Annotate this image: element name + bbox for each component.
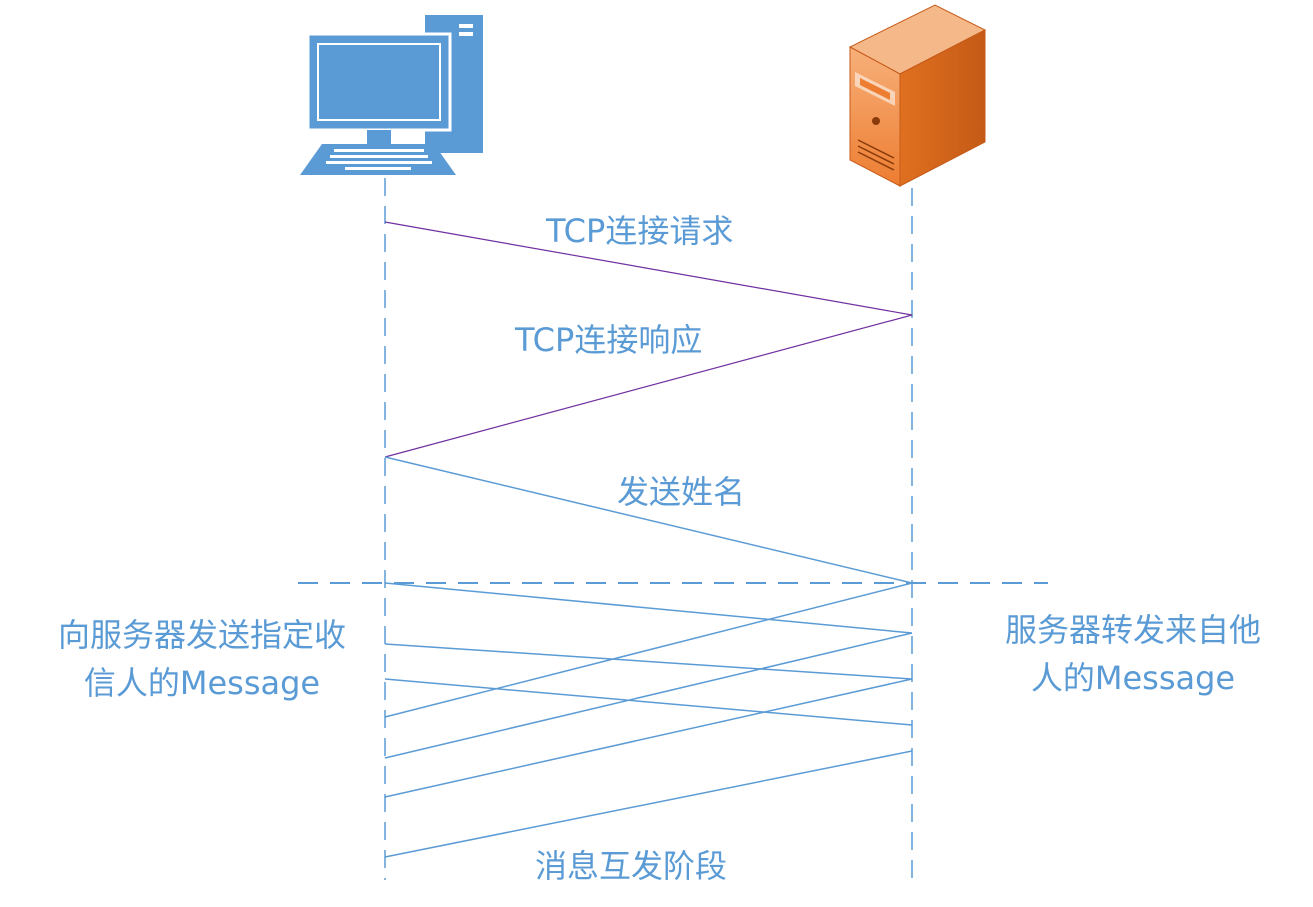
tcp-request-line bbox=[384, 221, 913, 316]
tcp-response-line bbox=[384, 314, 913, 458]
client-to-server-line bbox=[384, 678, 913, 726]
desktop-computer-icon bbox=[300, 15, 483, 175]
send-name-line bbox=[384, 456, 913, 584]
client-to-server-line bbox=[384, 582, 913, 634]
send-name-label: 发送姓名 bbox=[617, 473, 746, 511]
client-to-server-line bbox=[384, 643, 913, 680]
server-to-client-line bbox=[384, 750, 913, 858]
client-send-label-line2: 信人的Message bbox=[83, 664, 321, 702]
tcp-response-label: TCP连接响应 bbox=[515, 321, 703, 359]
server-to-client-line bbox=[384, 582, 913, 718]
server-forward-label-line1: 服务器转发来自他 bbox=[1004, 611, 1261, 649]
client-send-label-line1: 向服务器发送指定收 bbox=[57, 616, 346, 654]
server-tower-icon bbox=[848, 4, 987, 187]
tcp-request-label: TCP连接请求 bbox=[546, 212, 734, 250]
server-forward-label-line2: 人的Message bbox=[1030, 659, 1236, 697]
client-send-label: 向服务器发送指定收 信人的Message bbox=[22, 615, 382, 703]
server-to-client-line bbox=[384, 632, 913, 759]
server-forward-label: 服务器转发来自他 人的Message bbox=[968, 610, 1298, 698]
server-to-client-line bbox=[384, 678, 913, 798]
phase-label: 消息互发阶段 bbox=[535, 847, 728, 885]
